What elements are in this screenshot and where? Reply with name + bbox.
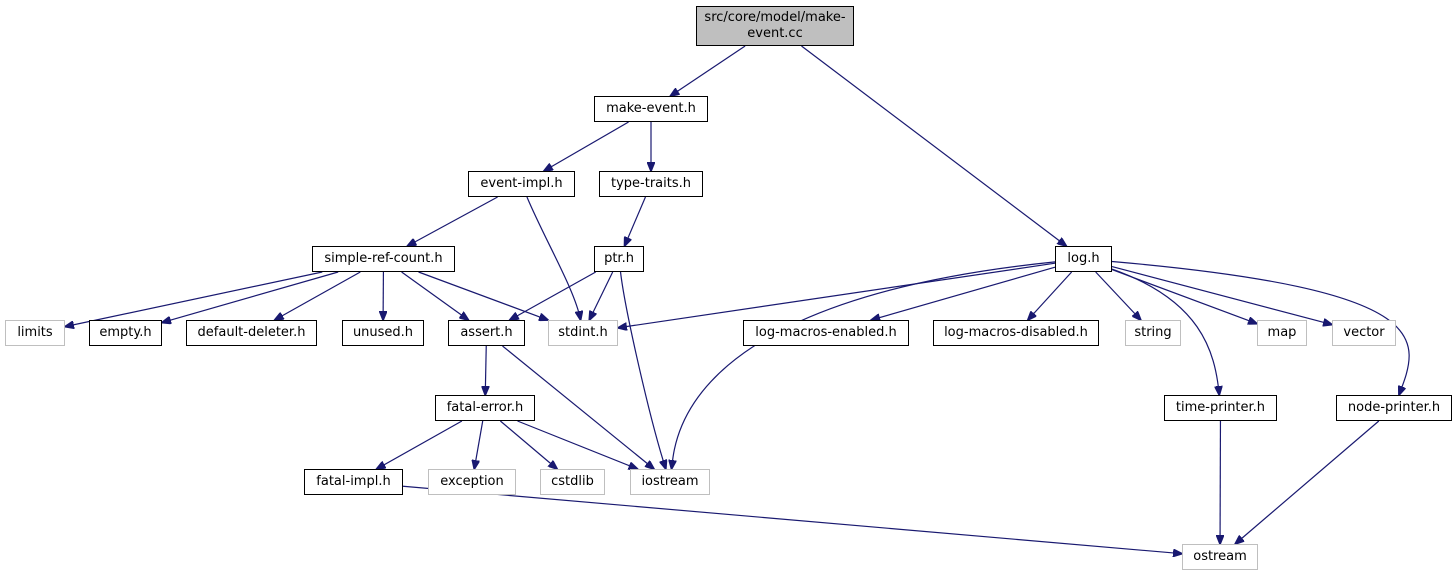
- edge-log-h-to-string: [1095, 271, 1141, 320]
- node-log-h[interactable]: log.h: [1055, 246, 1112, 272]
- node-label: fatal-error.h: [446, 400, 524, 415]
- node-label: cstdlib: [551, 474, 594, 489]
- edge-simple-ref-count-h-to-default-deleter-h: [275, 271, 361, 320]
- edge-ptr-h-to-stdint-h: [589, 271, 614, 320]
- node-time-printer-h[interactable]: time-printer.h: [1164, 395, 1277, 421]
- node-make-event-h[interactable]: make-event.h: [594, 96, 708, 122]
- edge-fatal-error-h-to-fatal-impl-h: [377, 420, 463, 469]
- node-vector: vector: [1332, 320, 1396, 346]
- edge-assert-h-to-iostream: [502, 345, 654, 469]
- edge-event-impl-h-to-stdint-h: [526, 196, 581, 320]
- node-label: ostream: [1193, 549, 1247, 564]
- node-map: map: [1257, 320, 1307, 346]
- edge-event-impl-h-to-simple-ref-count-h: [407, 196, 498, 246]
- node-label: vector: [1343, 325, 1385, 340]
- node-stdint-h: stdint.h: [548, 320, 618, 346]
- node-ostream: ostream: [1182, 544, 1258, 570]
- node-simple-ref-count-h[interactable]: simple-ref-count.h: [312, 246, 455, 272]
- edge-log-h-to-log-macros-enabled-h: [871, 266, 1056, 320]
- edge-simple-ref-count-h-to-limits: [65, 271, 323, 327]
- node-node-printer-h[interactable]: node-printer.h: [1336, 395, 1452, 421]
- node-label: stdint.h: [558, 325, 608, 340]
- node-unused-h[interactable]: unused.h: [342, 320, 424, 346]
- edge-simple-ref-count-h-to-stdint-h: [418, 271, 548, 320]
- node-label: fatal-impl.h: [316, 474, 391, 489]
- node-default-deleter-h[interactable]: default-deleter.h: [186, 320, 317, 346]
- node-label: unused.h: [352, 325, 414, 340]
- node-label: time-printer.h: [1175, 400, 1266, 415]
- edge-fatal-impl-h-to-ostream: [402, 485, 1182, 553]
- node-label: log-macros-enabled.h: [755, 325, 897, 340]
- node-label: empty.h: [99, 325, 152, 340]
- edge-log-h-to-time-printer-h: [1111, 268, 1219, 395]
- node-cstdlib: cstdlib: [540, 469, 605, 495]
- node-label: event-impl.h: [480, 176, 563, 191]
- node-label: ptr.h: [604, 251, 634, 266]
- node-root[interactable]: src/core/model/make-event.cc: [696, 6, 854, 46]
- node-label: limits: [17, 325, 53, 340]
- edge-log-h-to-node-printer-h: [1111, 260, 1410, 395]
- edge-simple-ref-count-h-to-empty-h: [162, 271, 339, 323]
- node-log-macros-disabled-h[interactable]: log-macros-disabled.h: [933, 320, 1099, 346]
- edge-fatal-error-h-to-exception: [474, 420, 484, 469]
- edge-node-printer-h-to-ostream: [1235, 420, 1380, 544]
- node-label: default-deleter.h: [197, 325, 306, 340]
- node-label: iostream: [641, 474, 699, 489]
- node-empty-h[interactable]: empty.h: [89, 320, 162, 346]
- edge-log-h-to-map: [1111, 269, 1257, 324]
- node-iostream: iostream: [630, 469, 710, 495]
- edge-type-traits-h-to-ptr-h: [625, 196, 647, 246]
- node-ptr-h[interactable]: ptr.h: [594, 246, 644, 272]
- node-label: string: [1134, 325, 1172, 340]
- node-label: log-macros-disabled.h: [944, 325, 1088, 340]
- edge-assert-h-to-fatal-error-h: [485, 345, 486, 395]
- edge-ptr-h-to-iostream: [619, 271, 666, 469]
- node-label: make-event.h: [606, 101, 696, 116]
- edge-fatal-error-h-to-cstdlib: [499, 420, 557, 469]
- node-label: src/core/model/make-event.cc: [704, 10, 846, 41]
- node-assert-h[interactable]: assert.h: [448, 320, 525, 346]
- node-label: assert.h: [460, 325, 513, 340]
- edge-log-h-to-stdint-h: [618, 262, 1056, 328]
- edge-log-h-to-log-macros-disabled-h: [1028, 271, 1073, 320]
- edge-log-h-to-vector: [1111, 265, 1332, 325]
- node-label: exception: [440, 474, 504, 489]
- node-fatal-error-h[interactable]: fatal-error.h: [435, 395, 535, 421]
- node-log-macros-enabled-h[interactable]: log-macros-enabled.h: [743, 320, 909, 346]
- node-event-impl-h[interactable]: event-impl.h: [468, 171, 575, 197]
- edge-log-h-to-iostream: [672, 261, 1056, 469]
- node-label: node-printer.h: [1347, 400, 1441, 415]
- edge-root-to-log-h: [801, 45, 1066, 246]
- edge-simple-ref-count-h-to-assert-h: [401, 271, 469, 320]
- edge-fatal-error-h-to-iostream: [517, 420, 638, 469]
- edge-make-event-h-to-event-impl-h: [544, 121, 629, 171]
- node-type-traits-h[interactable]: type-traits.h: [599, 171, 703, 197]
- node-label: type-traits.h: [611, 176, 691, 191]
- node-limits: limits: [5, 320, 65, 346]
- node-label: simple-ref-count.h: [324, 251, 443, 266]
- edge-ptr-h-to-assert-h: [510, 271, 597, 320]
- edge-root-to-make-event-h: [670, 45, 746, 96]
- node-string: string: [1125, 320, 1181, 346]
- node-exception: exception: [428, 469, 516, 495]
- node-label: log.h: [1067, 251, 1100, 266]
- node-label: map: [1267, 325, 1297, 340]
- node-fatal-impl-h[interactable]: fatal-impl.h: [304, 469, 403, 495]
